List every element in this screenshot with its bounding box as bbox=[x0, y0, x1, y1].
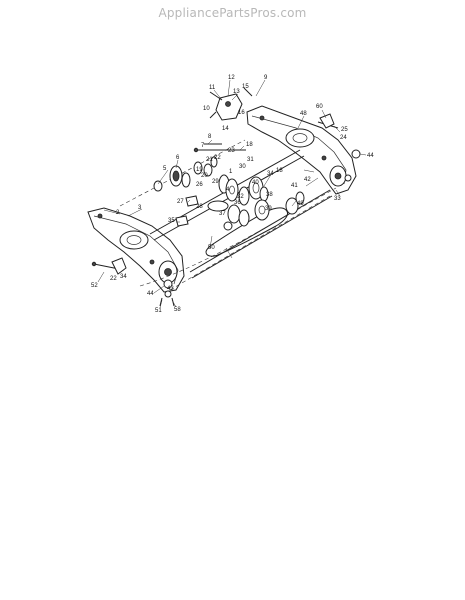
callout-34-left: 34 bbox=[120, 274, 127, 280]
callout-22-left: 22 bbox=[110, 276, 117, 282]
callout-9: 9 bbox=[264, 75, 268, 81]
upper-bracket bbox=[209, 87, 253, 121]
callout-35: 35 bbox=[168, 218, 175, 224]
callout-25: 25 bbox=[341, 127, 348, 133]
callout-37: 37 bbox=[219, 211, 226, 217]
callout-60: 60 bbox=[316, 104, 323, 110]
callout-44-left: 44 bbox=[147, 291, 154, 297]
callout-21: 21 bbox=[206, 157, 213, 163]
callout-18-mid: 18 bbox=[276, 168, 283, 174]
callout-13: 13 bbox=[233, 89, 240, 95]
watermark-text: AppliancePartsPros.com bbox=[158, 6, 307, 20]
callout-7: 7 bbox=[201, 143, 205, 149]
callout-15: 15 bbox=[242, 84, 249, 90]
callout-16: 16 bbox=[238, 110, 245, 116]
callout-52: 52 bbox=[91, 283, 98, 289]
callout-49: 49 bbox=[297, 201, 304, 207]
callout-29: 29 bbox=[212, 179, 219, 185]
callout-3: 3 bbox=[138, 205, 142, 211]
callout-14: 14 bbox=[222, 126, 229, 132]
callout-5: 5 bbox=[163, 166, 167, 172]
callout-labels: 12 11 9 13 10 15 16 14 48 60 25 24 44 8 … bbox=[91, 75, 374, 314]
hardware bbox=[91, 113, 361, 307]
callout-43: 43 bbox=[167, 286, 174, 292]
callout-22: 22 bbox=[214, 155, 221, 161]
callout-27: 27 bbox=[177, 199, 184, 205]
callout-23: 23 bbox=[228, 148, 235, 154]
callout-58: 58 bbox=[174, 307, 181, 313]
callout-39: 39 bbox=[265, 206, 272, 212]
callout-26: 26 bbox=[196, 182, 203, 188]
callout-1: 1 bbox=[229, 169, 233, 175]
callout-50: 50 bbox=[208, 245, 215, 251]
callout-24: 24 bbox=[340, 135, 347, 141]
callout-38: 38 bbox=[266, 192, 273, 198]
callout-28: 28 bbox=[196, 204, 203, 210]
callout-41: 41 bbox=[291, 183, 298, 189]
callout-4: 4 bbox=[226, 187, 230, 193]
callout-32: 32 bbox=[237, 194, 244, 200]
callout-48: 48 bbox=[300, 111, 307, 117]
callout-44-right: 44 bbox=[367, 153, 374, 159]
callout-6: 6 bbox=[176, 155, 180, 161]
drive-sprocket bbox=[153, 156, 218, 192]
leader-lines bbox=[97, 79, 367, 309]
callout-19: 19 bbox=[196, 167, 203, 173]
callout-11: 11 bbox=[209, 85, 216, 91]
callout-33: 33 bbox=[334, 196, 341, 202]
right-frame-plate bbox=[246, 105, 357, 195]
callout-20: 20 bbox=[201, 173, 208, 179]
callout-30: 30 bbox=[239, 164, 246, 170]
left-frame-plate bbox=[87, 207, 185, 293]
callout-2: 2 bbox=[116, 210, 120, 216]
callout-18-top: 18 bbox=[246, 142, 253, 148]
callout-51: 51 bbox=[155, 308, 162, 314]
callout-8: 8 bbox=[208, 134, 212, 140]
callout-31: 31 bbox=[247, 157, 254, 163]
callout-40: 40 bbox=[252, 180, 259, 186]
pulley-stack bbox=[218, 174, 305, 227]
callout-10: 10 bbox=[203, 106, 210, 112]
callout-12: 12 bbox=[228, 75, 235, 81]
callout-36: 36 bbox=[234, 200, 241, 206]
callout-34: 34 bbox=[267, 171, 274, 177]
callout-42: 42 bbox=[304, 177, 311, 183]
